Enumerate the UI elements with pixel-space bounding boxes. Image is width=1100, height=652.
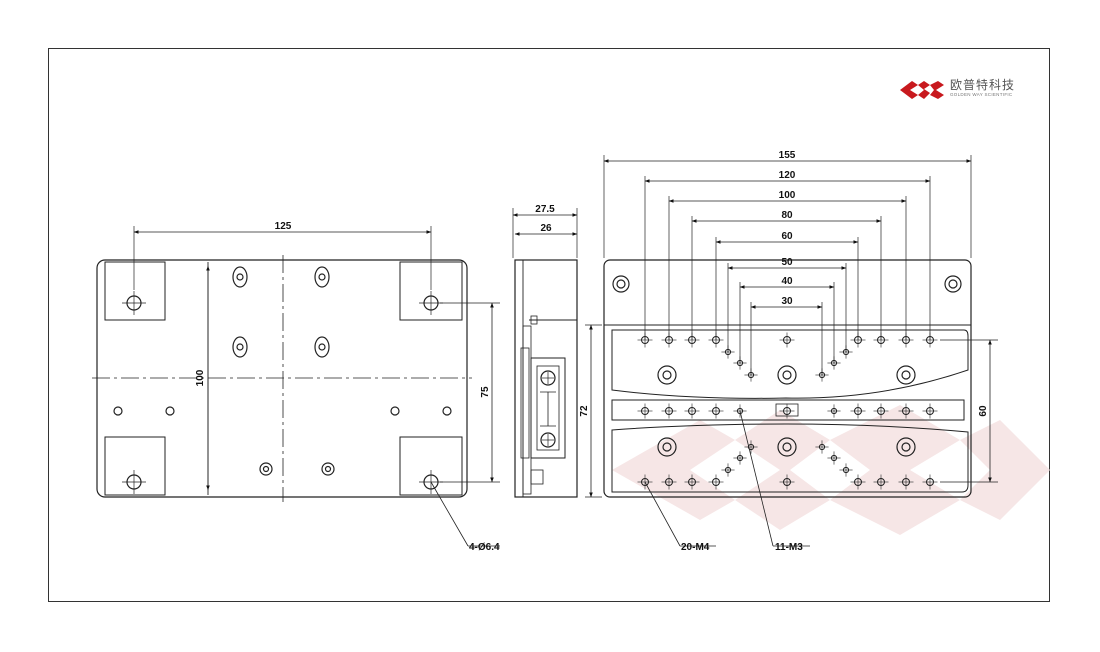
m4-tapped-hole	[684, 403, 700, 419]
front-view-hole-spacing-dim: 60	[978, 405, 989, 417]
m3-tapped-hole	[721, 463, 735, 477]
front-view-outline	[603, 259, 972, 498]
center-rail	[611, 399, 965, 421]
corner-pad	[399, 436, 463, 496]
front-view-dim-60: 60	[781, 231, 793, 242]
top-view-hole-callout: 4-Ø6.4	[469, 542, 500, 553]
m3-tapped-hole	[827, 404, 841, 418]
m4-tapped-hole	[779, 332, 795, 348]
side-view-outline	[514, 259, 578, 498]
m4-tapped-hole	[661, 474, 677, 490]
side-view-overall-dim: 27.5	[535, 204, 555, 215]
front-view-dim-155: 155	[779, 150, 796, 161]
m4-tapped-hole	[873, 474, 889, 490]
side-view-body-dim: 26	[540, 223, 552, 234]
brand-name-cn: 欧普特科技	[950, 78, 1016, 92]
side-view	[512, 208, 578, 498]
brand-name-en: GOLDEN WAY SCIENTIFIC	[950, 92, 1013, 97]
m4-tapped-hole	[684, 474, 700, 490]
m4-tapped-hole	[850, 403, 866, 419]
m4-tapped-hole	[779, 403, 795, 419]
logo-mark-icon	[900, 81, 944, 99]
m3-tapped-hole	[827, 451, 841, 465]
mounting-hole	[122, 470, 146, 494]
top-view-outline	[96, 259, 468, 498]
m4-tapped-hole	[850, 474, 866, 490]
m4-tapped-hole	[922, 403, 938, 419]
front-view-dim-50: 50	[781, 257, 793, 268]
m4-tapped-hole	[898, 474, 914, 490]
top-view-width-dim: 125	[275, 221, 292, 232]
front-view-dim-80: 80	[781, 210, 793, 221]
slot-hole	[232, 266, 335, 476]
front-view-dim-100: 100	[779, 190, 796, 201]
corner-pad	[399, 261, 463, 321]
m4-tapped-hole	[661, 403, 677, 419]
front-view-dim-120: 120	[779, 170, 796, 181]
m4-tapped-hole	[873, 403, 889, 419]
m4-tapped-hole	[708, 474, 724, 490]
front-view-dim-30: 30	[781, 296, 793, 307]
front-view-dimensions	[585, 155, 998, 547]
corner-pad	[104, 436, 166, 496]
m4-tapped-hole	[922, 474, 938, 490]
front-view-height-dim: 72	[579, 405, 590, 417]
drawing-frame	[48, 48, 1050, 602]
m3-tapped-hole	[733, 451, 747, 465]
top-view-hole-spacing-dim: 75	[480, 386, 491, 398]
top-slab	[611, 329, 969, 399]
front-hole-pattern	[637, 332, 938, 490]
bottom-slab	[611, 423, 969, 493]
mounting-hole	[419, 291, 443, 315]
m3-tapped-hole	[839, 463, 853, 477]
mounting-hole	[122, 291, 146, 315]
company-logo: 欧普特科技 GOLDEN WAY SCIENTIFIC	[898, 76, 1028, 106]
front-view-m3-callout: 11-M3	[775, 542, 803, 553]
top-view-height-dim: 100	[195, 369, 206, 386]
m4-tapped-hole	[779, 474, 795, 490]
watermark-logo	[612, 405, 1050, 535]
m4-tapped-hole	[708, 403, 724, 419]
m3-tapped-hole	[815, 440, 829, 454]
m4-tapped-hole	[637, 403, 653, 419]
front-view-dim-40: 40	[781, 276, 793, 287]
front-view-m4-callout: 20-M4	[681, 542, 710, 553]
front-view	[603, 259, 972, 498]
m4-tapped-hole	[898, 403, 914, 419]
top-view	[92, 226, 500, 547]
small-hole	[113, 406, 452, 416]
corner-pad	[104, 261, 166, 321]
